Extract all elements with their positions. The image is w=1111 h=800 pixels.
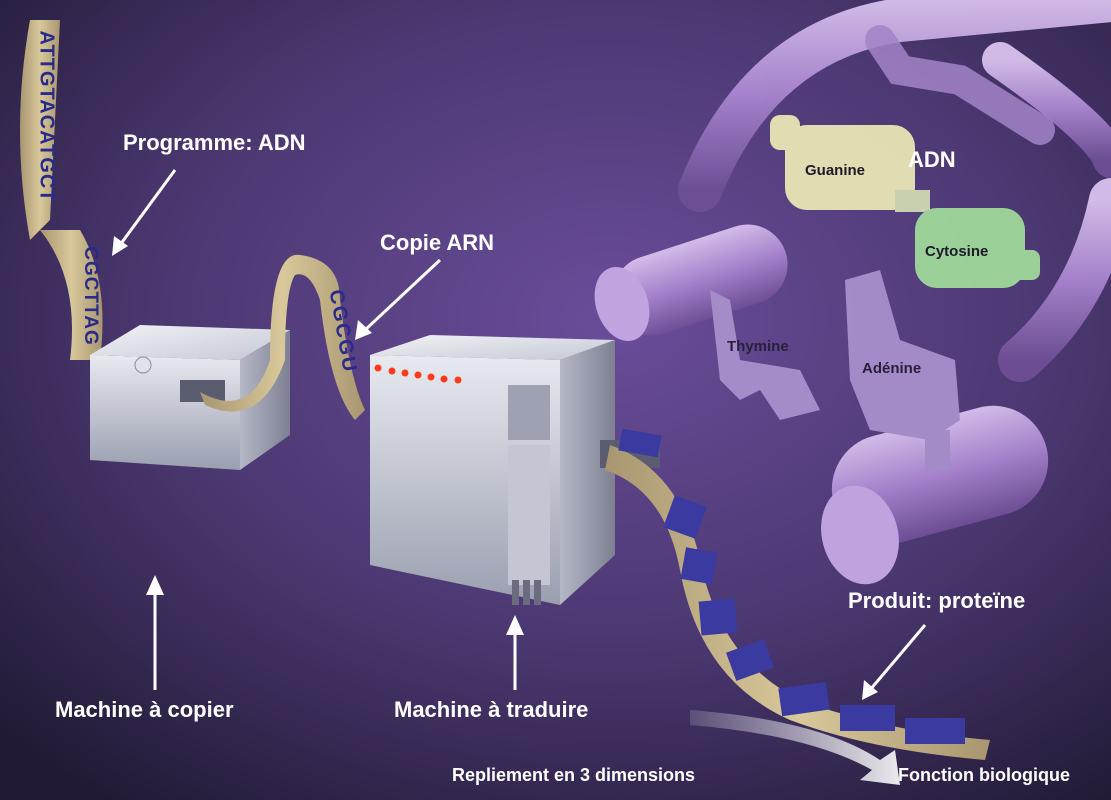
- indicator-lights: [374, 364, 462, 384]
- label-thymine: Thymine: [727, 338, 789, 355]
- label-fonction-biologique: Fonction biologique: [898, 765, 1070, 785]
- protein-chain: [605, 428, 990, 760]
- dna-tape-letters-lower: CGCTTAG: [79, 246, 101, 346]
- folding-arrow: [690, 710, 900, 785]
- label-cytosine: Cytosine: [925, 243, 989, 260]
- label-machine-copier: Machine à copier: [55, 697, 234, 722]
- label-adn: ADN: [908, 147, 956, 172]
- label-repliement: Repliement en 3 dimensions: [452, 765, 696, 785]
- copier-machine: [90, 325, 290, 470]
- label-machine-traduire: Machine à traduire: [394, 697, 589, 722]
- dna-helix-illustration: [594, 0, 1111, 585]
- pointer-arrows: [112, 169, 927, 700]
- translator-machine: [370, 335, 660, 605]
- label-guanine: Guanine: [805, 162, 866, 179]
- dna-tape: [20, 20, 103, 360]
- label-programme-adn: Programme: ADN: [123, 130, 306, 155]
- label-copie-arn: Copie ARN: [380, 230, 495, 255]
- label-adenine: Adénine: [862, 360, 922, 377]
- rna-tape: [200, 254, 365, 420]
- label-produit-proteine: Produit: proteïne: [848, 588, 1026, 613]
- dna-tape-letters: ATTGTACATGCT: [35, 30, 58, 203]
